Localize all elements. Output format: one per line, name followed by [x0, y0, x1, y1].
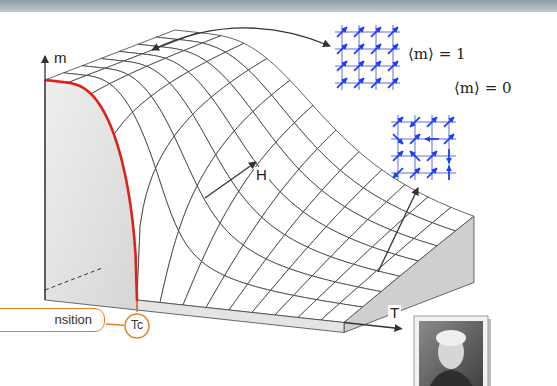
spin-arrow	[371, 78, 381, 88]
spin-arrow	[410, 168, 420, 178]
lattice-line	[391, 122, 456, 123]
callout-box: nsition	[0, 308, 105, 332]
spin-arrow	[448, 149, 450, 163]
spin-arrow	[354, 78, 364, 88]
lattice-line	[449, 115, 450, 180]
photo-part	[414, 316, 488, 386]
lattice-line	[391, 156, 456, 157]
lattice-line	[335, 49, 400, 50]
lattice-line	[376, 25, 377, 90]
disordered-lattice	[391, 115, 456, 180]
photo-part	[419, 321, 483, 386]
lattice-line	[342, 25, 343, 90]
spin-arrow	[371, 27, 381, 37]
spin-arrow	[354, 44, 364, 54]
spin-arrow	[354, 27, 364, 37]
spin-arrow	[448, 166, 450, 180]
lattice-line	[415, 115, 416, 180]
spin-arrow	[444, 134, 454, 144]
axis-label: H	[254, 167, 269, 184]
spin-arrow	[427, 168, 437, 178]
spin-arrow	[337, 27, 347, 37]
spin-arrow	[427, 151, 437, 161]
lattice-line	[393, 25, 394, 90]
lattice-line	[359, 25, 360, 90]
lattice-line	[335, 66, 400, 67]
lattice-line	[398, 115, 399, 180]
math-label: ⟨m⟩ = 1	[406, 46, 468, 63]
lattice-line	[335, 83, 400, 84]
spin-arrow	[393, 117, 403, 127]
ordered-lattice	[335, 25, 400, 90]
m-axis	[44, 56, 45, 300]
t-axis	[344, 323, 402, 329]
spin-arrow	[371, 61, 381, 71]
tc-leader	[136, 302, 138, 312]
slab-front	[137, 300, 344, 333]
connector	[106, 324, 124, 325]
pointer	[378, 188, 418, 272]
spin-arrow	[410, 117, 420, 127]
spin-arrow	[425, 138, 439, 140]
spin-arrow	[337, 61, 347, 71]
photo-part	[417, 319, 491, 386]
lattice-line	[391, 173, 456, 174]
spin-arrow	[444, 117, 454, 127]
spin-arrow	[393, 134, 403, 144]
h-axis	[205, 162, 256, 198]
spin-arrow	[337, 78, 347, 88]
double-pointer	[152, 28, 330, 50]
top-band	[0, 0, 557, 12]
math-label: ⟨m⟩ = 0	[452, 80, 514, 97]
spin-arrow	[388, 27, 398, 37]
spin-arrow	[393, 168, 403, 178]
lattice-line	[432, 115, 433, 180]
slab-side	[344, 216, 474, 332]
photo-part	[427, 370, 476, 386]
photo-part	[436, 330, 466, 346]
node-text: nsition	[3, 312, 92, 328]
axis-label: m	[52, 50, 69, 67]
spontaneous-magnetisation-curve	[45, 80, 137, 300]
spin-arrow	[388, 61, 398, 71]
spin-arrow	[388, 78, 398, 88]
zero-field-face	[45, 80, 137, 310]
callout-circle: Tc	[124, 313, 150, 339]
spin-arrow	[410, 134, 420, 144]
circle-shape	[125, 314, 149, 338]
node-text: Tc	[131, 319, 143, 332]
portrait-photo	[414, 316, 491, 386]
lattice-line	[391, 139, 456, 140]
spin-arrow	[371, 44, 381, 54]
spin-arrow	[337, 44, 347, 54]
spin-arrow	[393, 151, 403, 161]
hidden-axis	[45, 268, 104, 291]
spin-arrow	[388, 44, 398, 54]
axis-label: T	[388, 305, 401, 322]
lattice-line	[335, 32, 400, 33]
spin-arrow	[410, 151, 420, 161]
spin-arrow	[354, 61, 364, 71]
spin-arrow	[427, 117, 437, 127]
